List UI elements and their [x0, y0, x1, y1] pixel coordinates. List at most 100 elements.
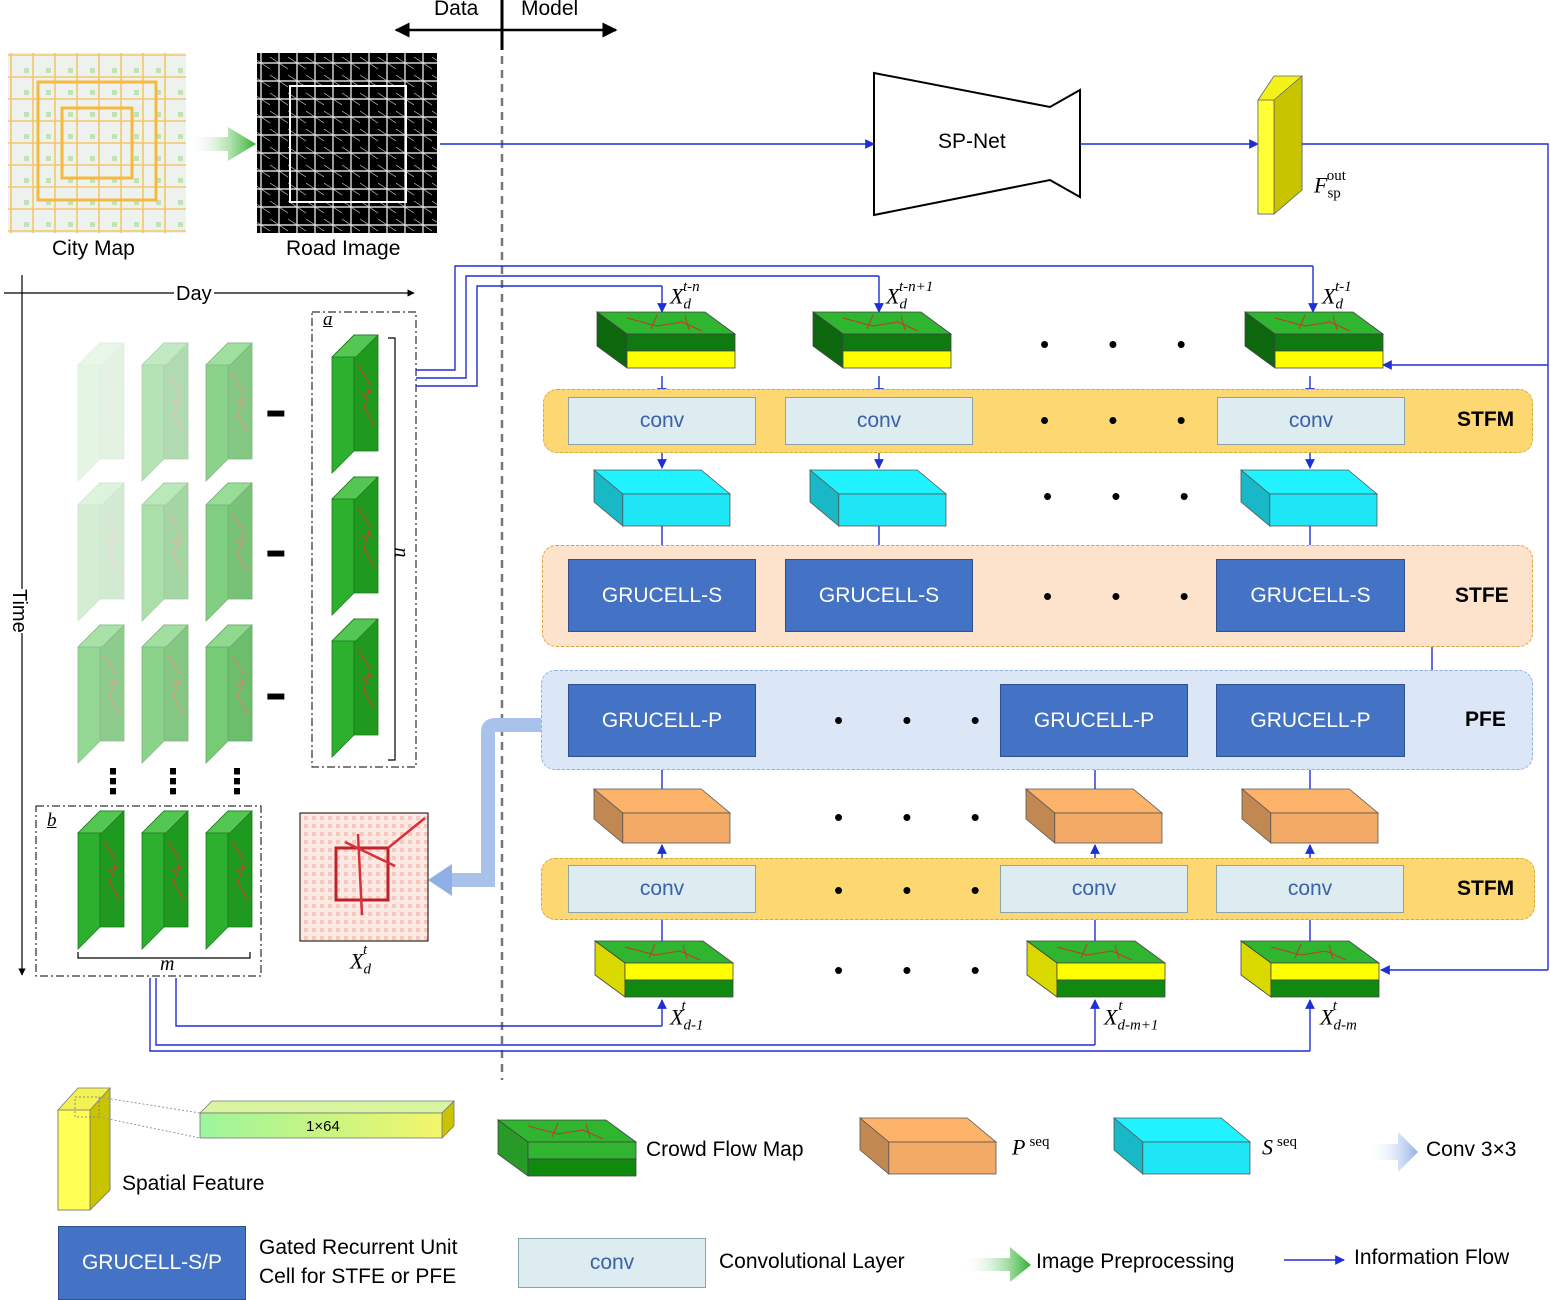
history-map-0-0-front [77, 342, 101, 482]
legend-gru-desc-2: Cell for STFE or PFE [259, 1265, 457, 1288]
input-bottom-label-3: Xd-mt [1320, 998, 1357, 1034]
dots-stfm-top: • • • [1040, 405, 1212, 435]
bottom-input-0-layer-b [624, 979, 734, 998]
legend-crowd-flow-map: Crowd Flow Map [646, 1138, 804, 1161]
group-b-label: b [47, 810, 57, 831]
history-map-1-0-pattern [103, 512, 121, 574]
spnet-label: SP-Net [938, 130, 1006, 153]
spatial-output-label: Fspout [1314, 168, 1346, 202]
group-b-map-2-top [205, 810, 253, 834]
legend-conv3-arrow [1368, 1132, 1418, 1172]
bottom-input-1-layer-a [1056, 962, 1166, 981]
road-image-label: Road Image [286, 237, 401, 260]
conv-bottom-2: conv [1000, 865, 1188, 913]
dots-pfe: • • • [834, 705, 1006, 735]
history-map-0-1-top [141, 342, 189, 366]
conv-top-2: conv [785, 397, 973, 445]
route-b-2 [155, 978, 1095, 1046]
time-axis-label: Time [7, 589, 30, 633]
top-input-1-layer-a [842, 333, 952, 352]
history-map-1-2-pattern [231, 512, 249, 574]
s-seq-block-1-front [838, 493, 947, 527]
route-a-tn [416, 275, 879, 379]
group-a-map-0 [331, 334, 379, 474]
top-input-2-layer-b [1274, 350, 1384, 369]
history-map-2-1-pattern [167, 654, 185, 716]
legend-s-seq-block-front [1142, 1141, 1251, 1175]
input-top-label-3: Xdt-1 [1322, 279, 1352, 313]
spatial-feature-block-face [1273, 75, 1303, 215]
route-a-tn1 [416, 265, 1313, 371]
p-seq-block-2-front [1270, 812, 1379, 844]
group-b-map-1-pattern [167, 840, 185, 902]
stfe-tag: STFE [1455, 584, 1509, 607]
legend-preprocess-arrow [962, 1247, 1031, 1282]
history-map-2-0 [77, 624, 125, 764]
group-a-map-0-pattern [357, 364, 375, 426]
legend-spatial-feature: Spatial Feature [122, 1172, 265, 1195]
bottom-input-0-layer-a [624, 962, 734, 981]
row-dots-3: ▪▪▪ [266, 683, 285, 710]
legend-zoom-line-1 [98, 1096, 201, 1114]
legend-p-seq-block-front [888, 1141, 997, 1175]
legend-conv-desc: Convolutional Layer [719, 1250, 905, 1273]
group-b-map-0-top [77, 810, 125, 834]
input-bottom-label-2: Xd-m+1t [1104, 998, 1159, 1034]
route-b-1 [175, 978, 662, 1027]
history-map-1-1 [141, 482, 189, 622]
legend-grucell-box: GRUCELL-S/P [58, 1226, 246, 1300]
legend-crowd-flow-layer-b [527, 1158, 637, 1177]
legend-image-preprocessing: Image Preprocessing [1036, 1250, 1235, 1273]
group-a-map-2 [331, 618, 379, 758]
row-dots-1: ▪▪▪ [266, 400, 285, 427]
road-image-ring [289, 85, 407, 203]
top-input-1-pattern [842, 314, 919, 332]
m-bracket [77, 952, 251, 959]
group-b-map-0 [77, 810, 125, 950]
city-map-ring-outer [36, 80, 158, 202]
s-seq-block-2-front [1269, 493, 1378, 527]
input-bottom-label-1: Xd-1t [670, 998, 704, 1034]
conv-top-1: conv [568, 397, 756, 445]
group-a-label: a [323, 309, 333, 330]
legend-information-flow: Information Flow [1354, 1246, 1510, 1269]
group-a-frame [311, 311, 417, 768]
dots-stfe: • • • [1043, 581, 1215, 611]
n-bracket [388, 337, 396, 761]
m-axis-label: m [160, 953, 175, 975]
history-map-2-0-top [77, 624, 125, 648]
city-map-ring-inner [60, 106, 134, 180]
legend-feature-block-face [89, 1086, 111, 1211]
history-map-1-1-front [141, 482, 165, 622]
group-a-map-0-top [331, 334, 379, 358]
history-map-2-0-pattern [103, 654, 121, 716]
top-input-2-pattern [1274, 314, 1351, 332]
history-map-1-0-top [77, 482, 125, 506]
input-top-label-2: Xdt-n+1 [886, 279, 934, 313]
model-label: Model [521, 0, 579, 20]
dots-s-seq: • • • [1043, 481, 1215, 511]
city-map-image [8, 53, 186, 233]
dots-top-inputs: • • • [1040, 329, 1212, 359]
history-map-1-1-pattern [167, 512, 185, 574]
city-map-label: City Map [52, 237, 135, 260]
n-axis-label: n [390, 547, 413, 558]
conv3-arrow-body [452, 718, 541, 887]
stfm-bottom-tag: STFM [1457, 877, 1515, 900]
s-seq-block-0-front [622, 493, 731, 527]
p-seq-block-1-front [1054, 812, 1163, 844]
grucell-s-3: GRUCELL-S [1216, 559, 1405, 632]
conv-bottom-1: conv [568, 865, 756, 913]
grucell-p-1: GRUCELL-P [568, 684, 756, 757]
row-dots-2: ▪▪▪ [266, 540, 285, 567]
history-map-0-0 [77, 342, 125, 482]
legend-conv-box: conv [518, 1238, 706, 1288]
top-input-0-layer-a [626, 333, 736, 352]
col-dots-1: ⋮ [96, 763, 130, 801]
top-input-0-pattern [626, 314, 703, 332]
legend-zoom-line-2 [98, 1116, 201, 1139]
history-map-1-2-top [205, 482, 253, 506]
